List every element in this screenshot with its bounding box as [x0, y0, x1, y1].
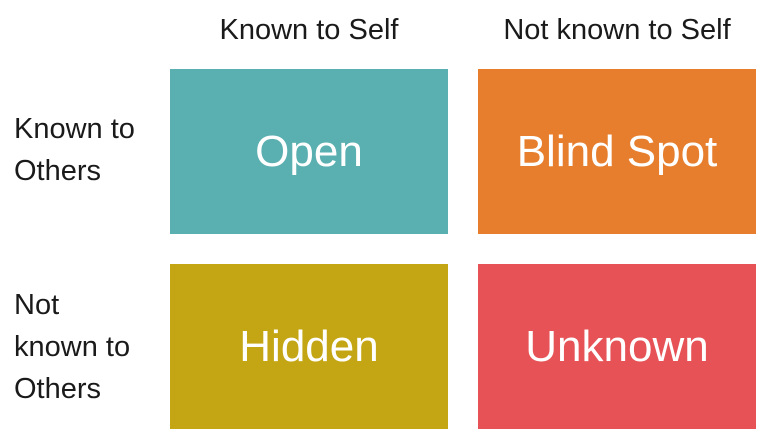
quadrant-unknown-label: Unknown [525, 321, 709, 371]
quadrant-hidden-label: Hidden [239, 321, 379, 371]
quadrant-open: Open [170, 69, 448, 234]
column-header-not-known-to-self: Not known to Self [503, 13, 731, 46]
quadrant-open-label: Open [255, 126, 363, 176]
quadrant-blind-spot-label: Blind Spot [516, 126, 718, 176]
quadrant-blind-spot: Blind Spot [478, 69, 756, 234]
quadrant-unknown: Unknown [478, 264, 756, 429]
quadrant-hidden: Hidden [170, 264, 448, 429]
row-header-known-to-others: Known to Others [14, 113, 135, 187]
row-header-not-known-to-others: Not known to Others [14, 289, 131, 405]
column-header-known-to-self: Known to Self [219, 13, 399, 46]
